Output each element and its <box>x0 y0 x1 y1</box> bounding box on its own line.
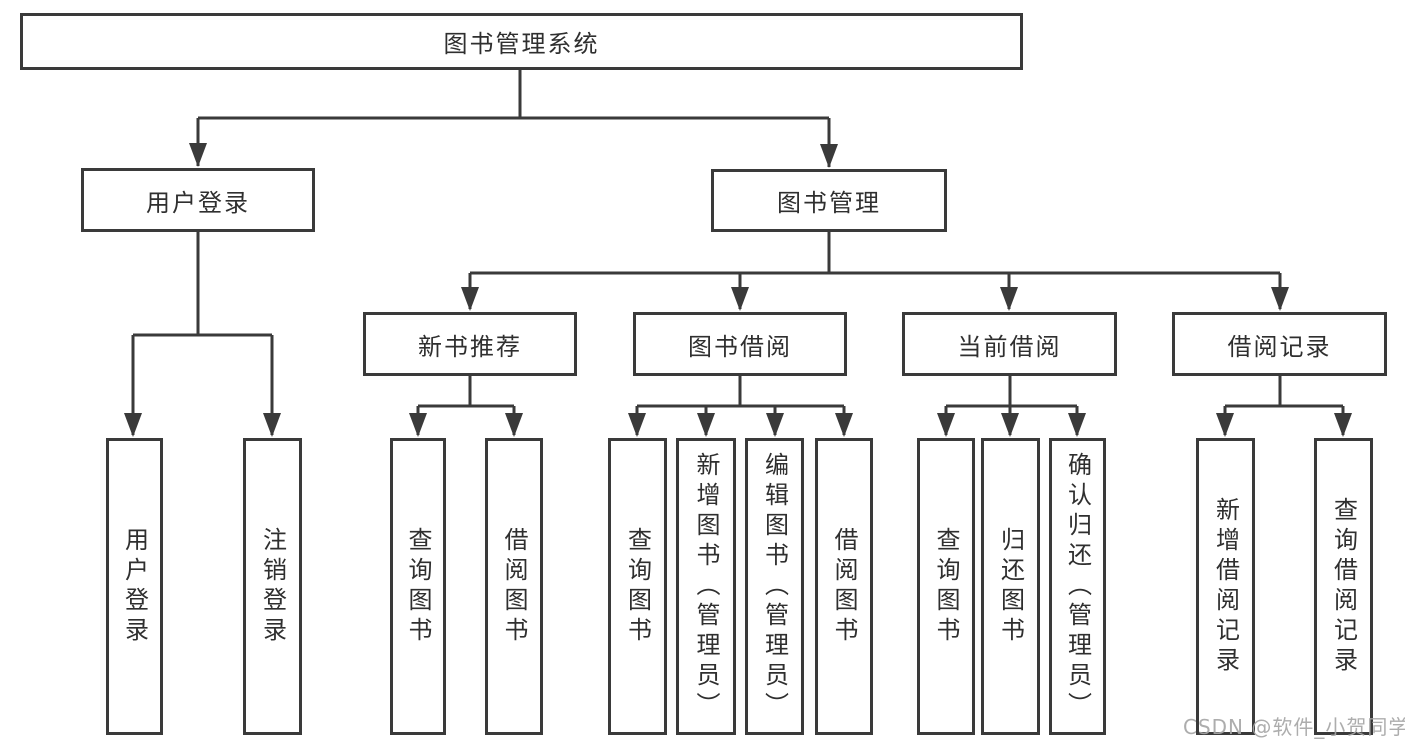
leaf-query-books-current: 查询图书 <box>917 438 975 735</box>
leaf-add-borrow-record: 新增借阅记录 <box>1196 438 1255 735</box>
leaf-logout: 注销登录 <box>243 438 302 735</box>
node-book-management: 图书管理 <box>711 169 947 232</box>
node-borrowing-records: 借阅记录 <box>1172 312 1387 376</box>
node-user-login: 用户登录 <box>81 168 315 232</box>
node-book-borrowing: 图书借阅 <box>633 312 847 376</box>
leaf-confirm-return-admin: 确认归还（管理员） <box>1049 438 1106 735</box>
arrowheads <box>124 143 1352 437</box>
leaf-query-borrow-record: 查询借阅记录 <box>1314 438 1373 735</box>
leaf-borrow-books-borrowing: 借阅图书 <box>815 438 873 735</box>
leaf-add-books-admin: 新增图书（管理员） <box>676 438 736 735</box>
leaf-query-books-borrowing: 查询图书 <box>608 438 667 735</box>
csdn-watermark: CSDN @软件_小贺同学 <box>1183 715 1405 739</box>
node-root-library-system: 图书管理系统 <box>20 13 1023 70</box>
node-current-borrowing: 当前借阅 <box>902 312 1117 376</box>
leaf-user-login: 用户登录 <box>106 438 163 735</box>
leaf-query-books-recommend: 查询图书 <box>390 438 446 735</box>
leaf-return-books: 归还图书 <box>981 438 1040 735</box>
node-new-book-recommendation: 新书推荐 <box>363 312 577 376</box>
leaf-edit-books-admin: 编辑图书（管理员） <box>745 438 804 735</box>
leaf-borrow-books-recommend: 借阅图书 <box>485 438 543 735</box>
